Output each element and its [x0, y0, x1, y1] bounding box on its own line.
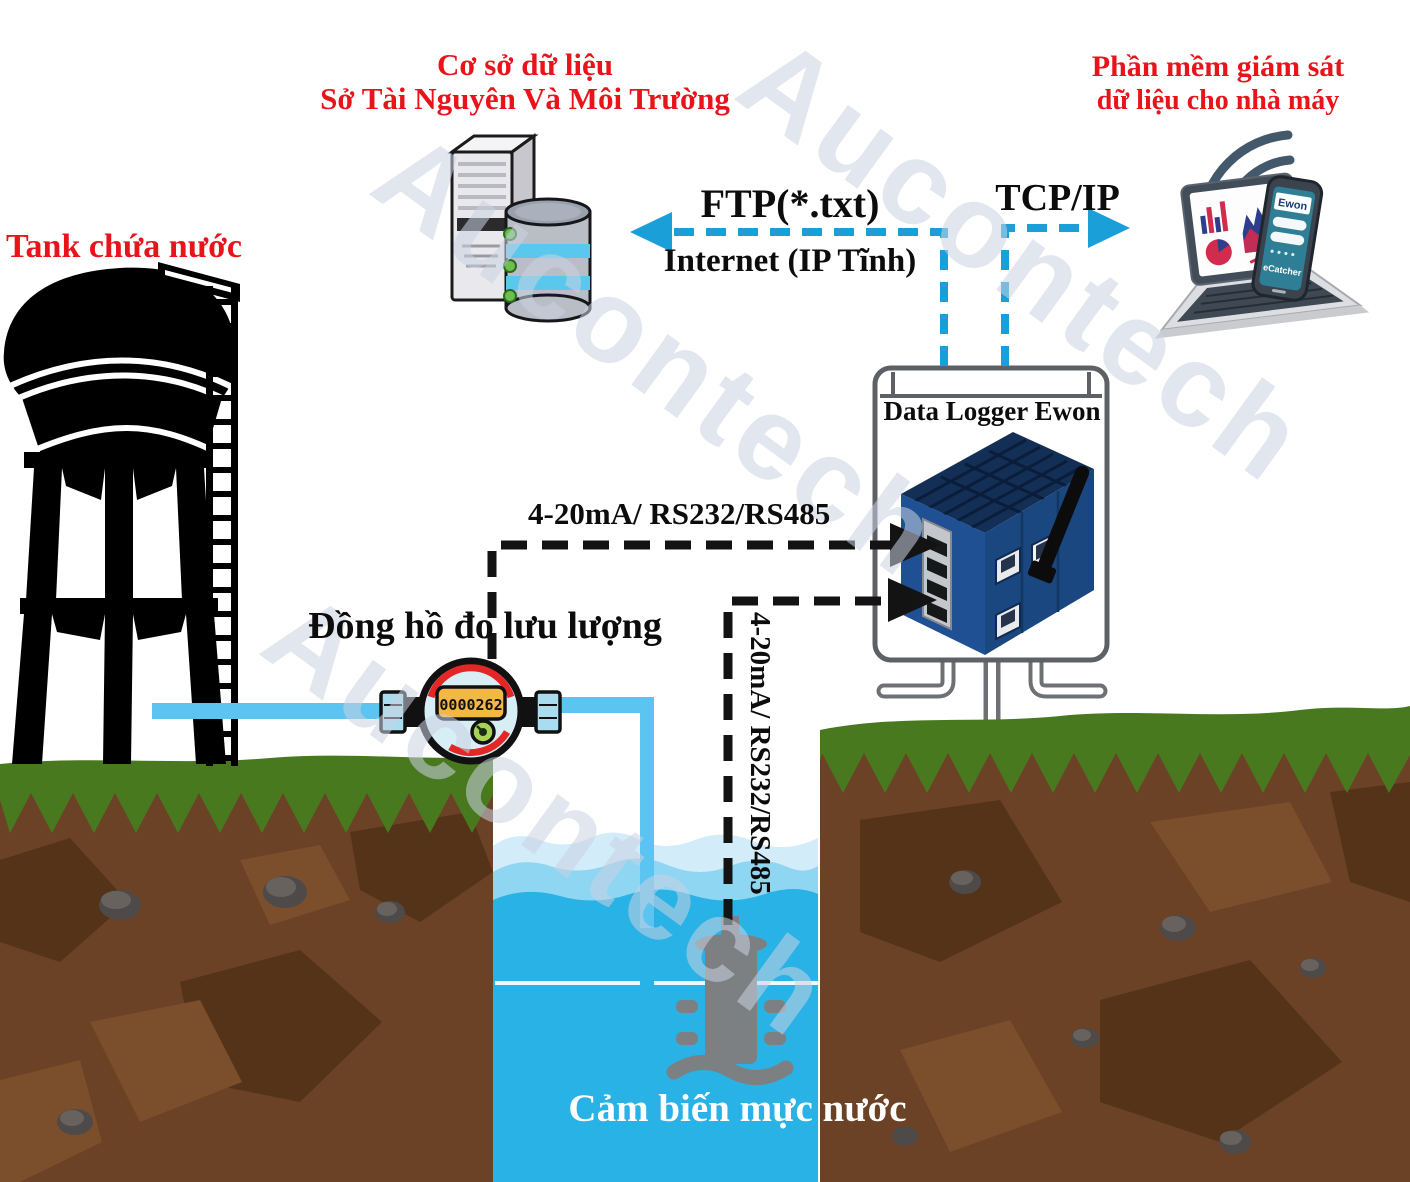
soil-left: [0, 780, 493, 1182]
software-label-line1: Phần mềm giám sát: [1091, 50, 1345, 83]
water-pipes: [152, 697, 654, 928]
arrow-to-software: [1088, 208, 1130, 248]
level-sensor-cable: [723, 596, 888, 925]
water-level-line: [495, 981, 640, 985]
ftp-line: [666, 228, 948, 366]
rocks-left: [57, 876, 405, 1135]
meter-display: [435, 685, 507, 721]
database-label: Cơ sở dữ liệu Sở Tài Nguyên Và Môi Trườn…: [290, 48, 760, 116]
flow-signal-label: 4-20mA/ RS232/RS485: [528, 496, 831, 531]
antenna-icon: [1027, 465, 1090, 584]
rocks-right: [892, 870, 1326, 1154]
phone-brand: Ewon: [1277, 197, 1308, 213]
software-label: Phần mềm giám sát dữ liệu cho nhà máy: [1058, 50, 1378, 118]
signal-cables: [487, 540, 890, 925]
arrow-into-logger-top: [890, 523, 940, 567]
ladder: [158, 262, 240, 766]
level-sensor-illustration: [666, 916, 794, 1085]
database-label-line1: Cơ sở dữ liệu: [436, 47, 614, 82]
flow-meter-cable: [487, 540, 890, 659]
logger-stand: [876, 649, 1108, 735]
level-signal-label: 4-20mA/ RS232/RS485: [744, 612, 776, 895]
tcpip-line: [1001, 224, 1090, 366]
software-label-line2: dữ liệu cho nhà máy: [1096, 85, 1340, 116]
grass-left: [0, 755, 493, 833]
arrow-to-server: [630, 212, 672, 252]
level-sensor-label: Cảm biến mực nước: [568, 1087, 907, 1130]
data-logger-title: Data Logger Ewon: [883, 396, 1101, 426]
tank-label: Tank chứa nước: [6, 228, 243, 265]
soil-right: [820, 740, 1410, 1182]
laptop-illustration: [1154, 172, 1370, 339]
arrow-into-logger-bottom: [888, 578, 937, 622]
network-lines: [666, 224, 1090, 366]
meter-reading: 0000262: [439, 696, 502, 714]
internet-label: Internet (IP Tĩnh): [663, 243, 917, 279]
database-server-illustration: [447, 133, 592, 323]
flow-meter-label: Đồng hồ đo lưu lượng: [308, 605, 662, 647]
database-label-line2: Sở Tài Nguyên Và Môi Trường: [320, 81, 730, 116]
water-tower-illustration: [3, 262, 240, 766]
grass-right: [820, 706, 1410, 793]
flow-meter-illustration: 0000262: [379, 657, 562, 765]
phone-illustration: Ewon eCatcher: [1251, 175, 1324, 302]
ftp-label: FTP(*.txt): [700, 181, 880, 226]
tcpip-label: TCP/IP: [995, 177, 1120, 219]
